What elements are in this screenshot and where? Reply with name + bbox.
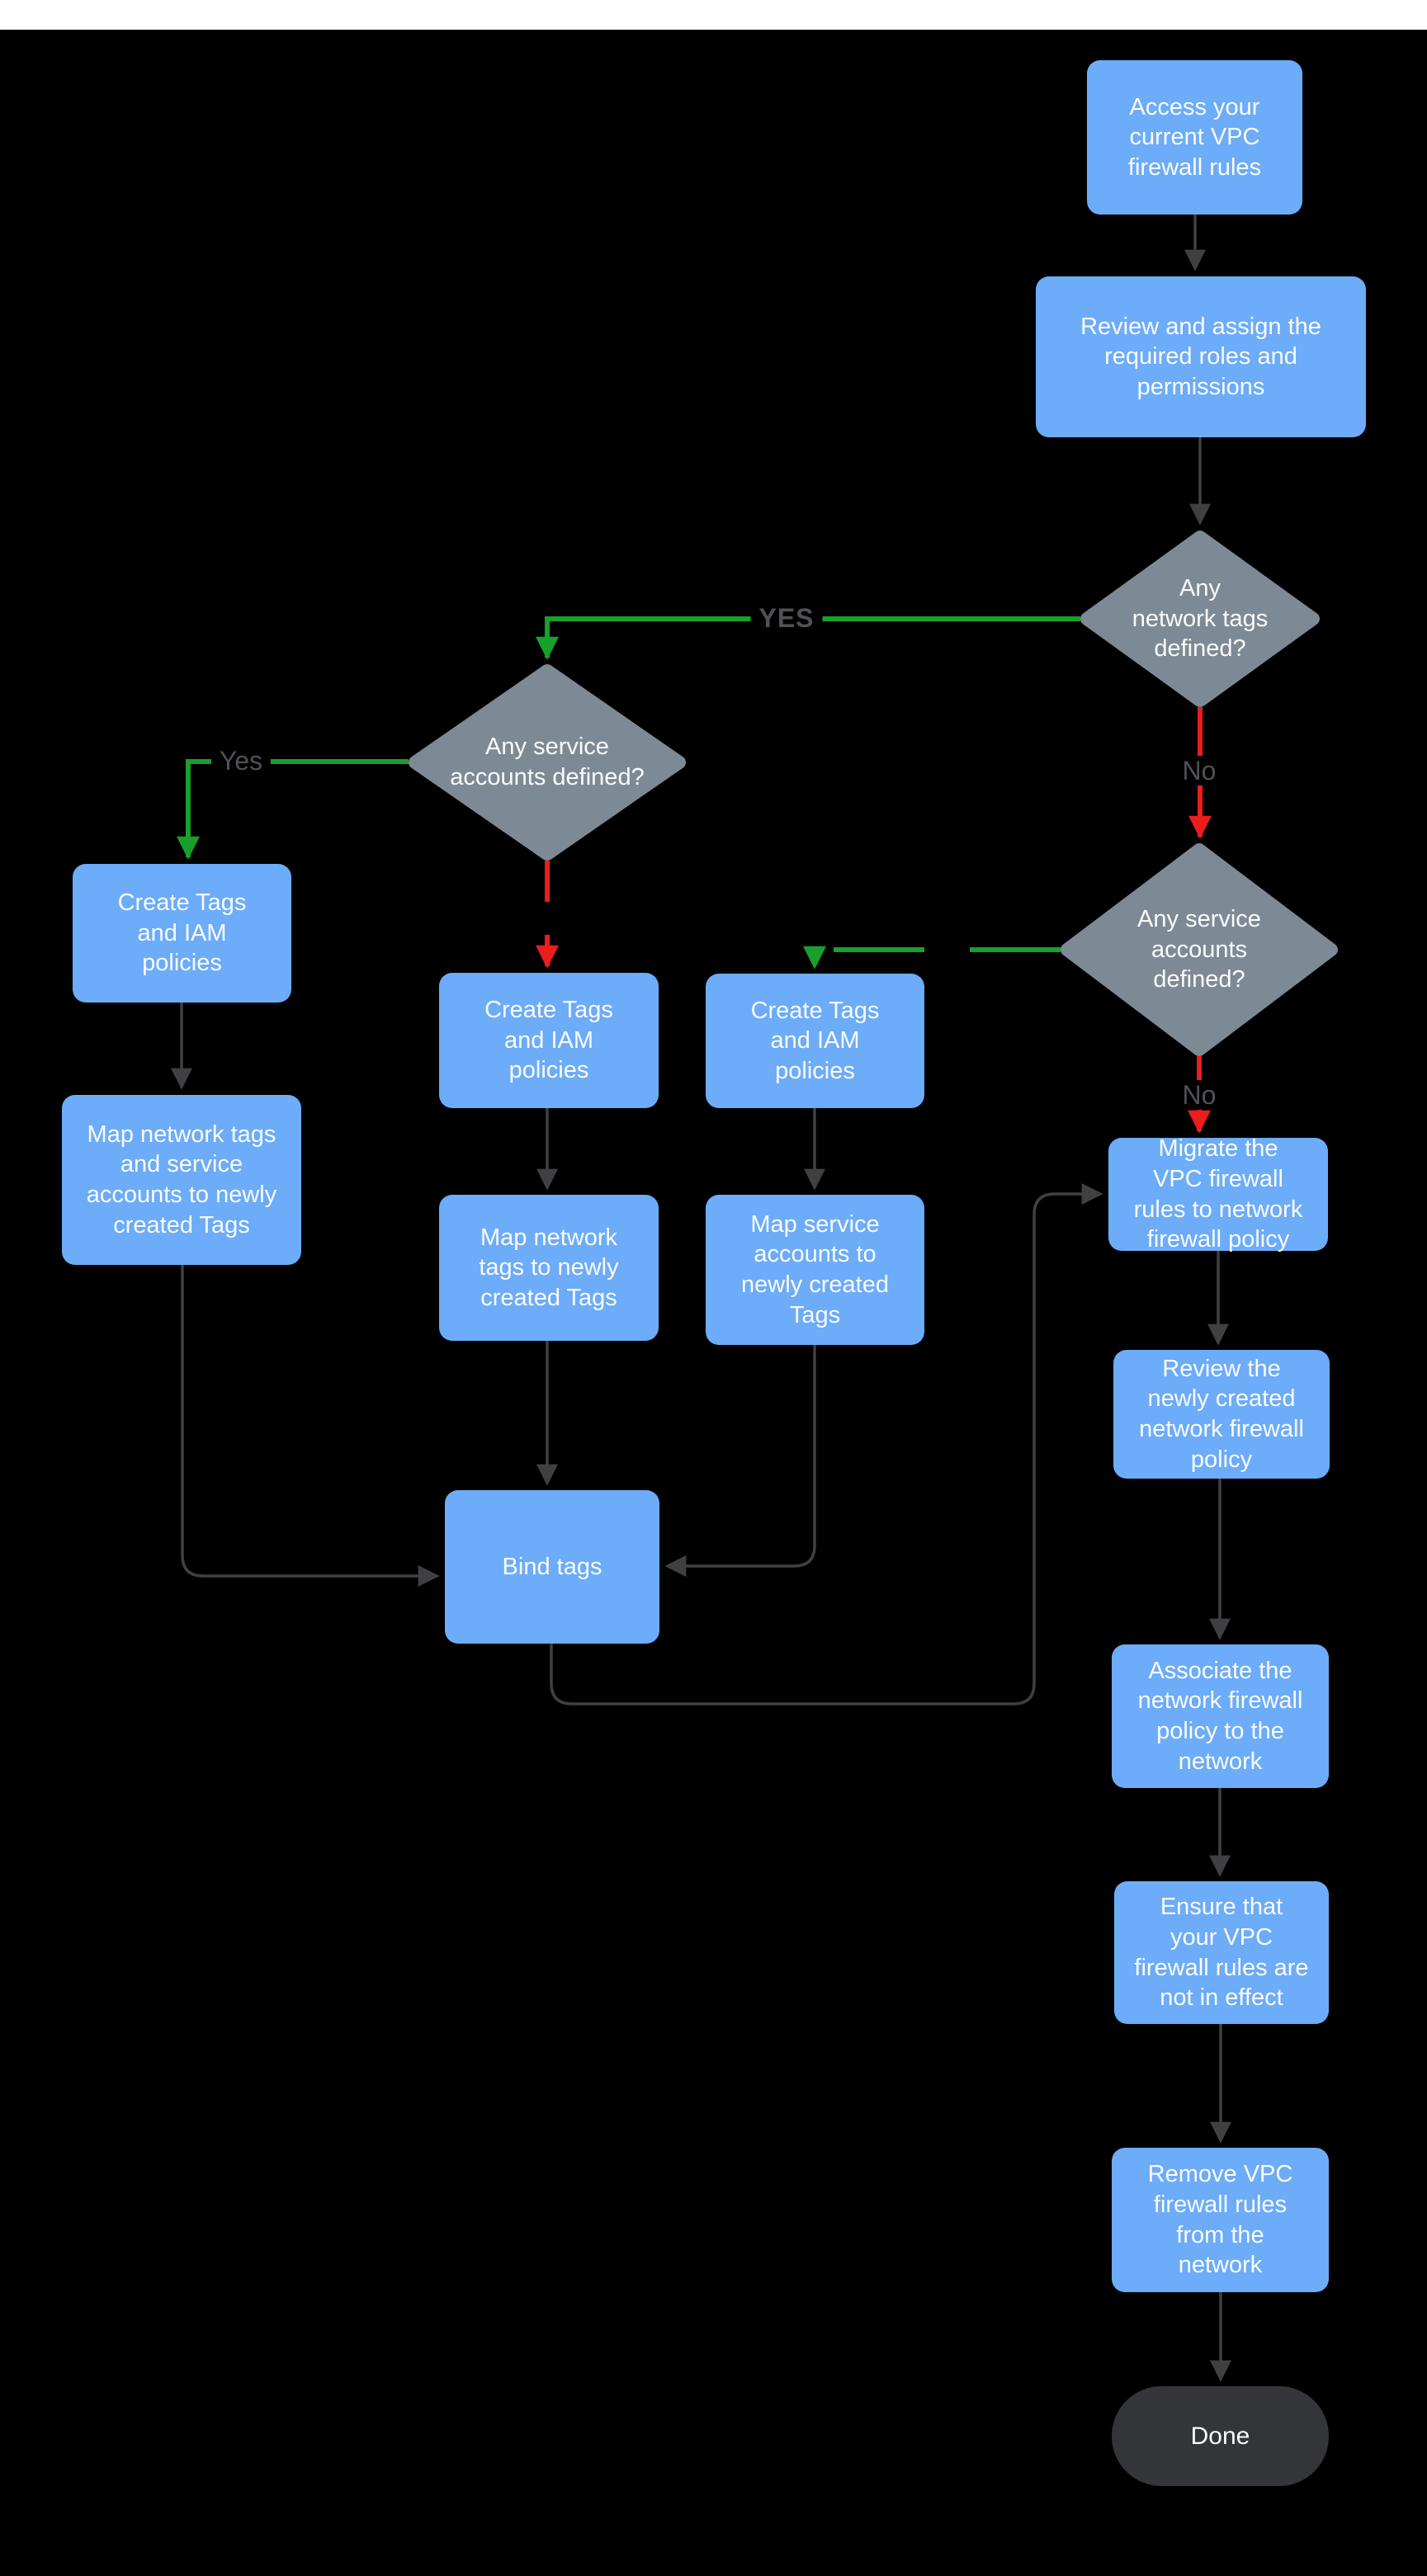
node-network-tags-question-label: Any network tags defined? [1132,575,1269,663]
node-create-tags-mid: Create Tags and IAM policies [439,973,659,1108]
node-remove-label: Remove VPC firewall rules from the netwo… [1147,2161,1293,2279]
top-white-strip [0,0,1427,30]
decision-network-tags-shape [1080,531,1320,707]
node-migrate: Migrate the VPC firewall rules to networ… [1108,1135,1328,1253]
node-access: Access your current VPC firewall rules [1087,60,1302,215]
node-bind-tags: Bind tags [445,1490,659,1644]
node-associate: Associate the network firewall policy to… [1112,1644,1329,1788]
node-migrate-label: Migrate the VPC firewall rules to networ… [1133,1135,1303,1253]
node-service-accounts-right-question-label: Any service accounts defined? [1137,906,1261,993]
decision-service-accounts-left-shape [409,664,686,861]
node-create-tags-left: Create Tags and IAM policies [73,864,291,1003]
node-map-left-label: Map network tags and service accounts to… [86,1121,277,1238]
edge-label-yes-upper: YES [750,603,823,633]
edge-label-no-bottom: No [1174,1080,1225,1110]
node-bind-tags-label: Bind tags [502,1553,602,1580]
node-review-roles-label: Review and assign the required roles and… [1080,313,1321,400]
node-create-tags-right: Create Tags and IAM policies [706,974,924,1108]
node-service-accounts-left-question: Any service accounts defined? [423,705,671,820]
node-ensure: Ensure that your VPC firewall rules are … [1114,1881,1329,2024]
node-service-accounts-right-question: Any service accounts defined? [1092,896,1307,1003]
edge-yes-service-accounts-right [803,946,1061,970]
node-done: Done [1112,2386,1329,2486]
node-ensure-label: Ensure that your VPC firewall rules are … [1134,1894,1309,2012]
edge-yes-network-tags [536,616,1080,660]
node-map-right-label: Map service accounts to newly created Ta… [741,1210,889,1328]
node-review-policy: Review the newly created network firewal… [1113,1350,1330,1479]
node-map-right: Map service accounts to newly created Ta… [706,1195,924,1345]
node-associate-label: Associate the network firewall policy to… [1137,1657,1303,1775]
decision-service-accounts-right-shape [1061,843,1338,1056]
node-create-tags-right-label: Create Tags and IAM policies [750,997,880,1084]
edge-bind-to-migrate [550,1183,1103,1706]
node-remove: Remove VPC firewall rules from the netwo… [1112,2148,1329,2292]
node-service-accounts-left-question-label: Any service accounts defined? [450,734,645,790]
edge-map-left-to-bind [181,1265,440,1587]
node-map-mid: Map network tags to newly created Tags [439,1195,659,1341]
edge-yes-service-accounts-left [177,759,409,860]
node-create-tags-left-label: Create Tags and IAM policies [117,889,247,977]
node-create-tags-mid-label: Create Tags and IAM policies [484,997,613,1084]
node-network-tags-question: Any network tags defined? [1093,561,1307,677]
edge-map-right-to-bind [664,1345,816,1577]
node-access-label: Access your current VPC firewall rules [1127,93,1262,181]
node-review-policy-label: Review the newly created network firewal… [1139,1355,1304,1473]
node-done-label: Done [1190,2422,1250,2450]
node-map-mid-label: Map network tags to newly created Tags [479,1224,619,1311]
edge-label-no-top: No [1174,756,1225,786]
edge-label-yes-left: Yes [210,746,272,776]
node-map-left: Map network tags and service accounts to… [62,1095,301,1265]
node-review-roles: Review and assign the required roles and… [1036,276,1366,437]
